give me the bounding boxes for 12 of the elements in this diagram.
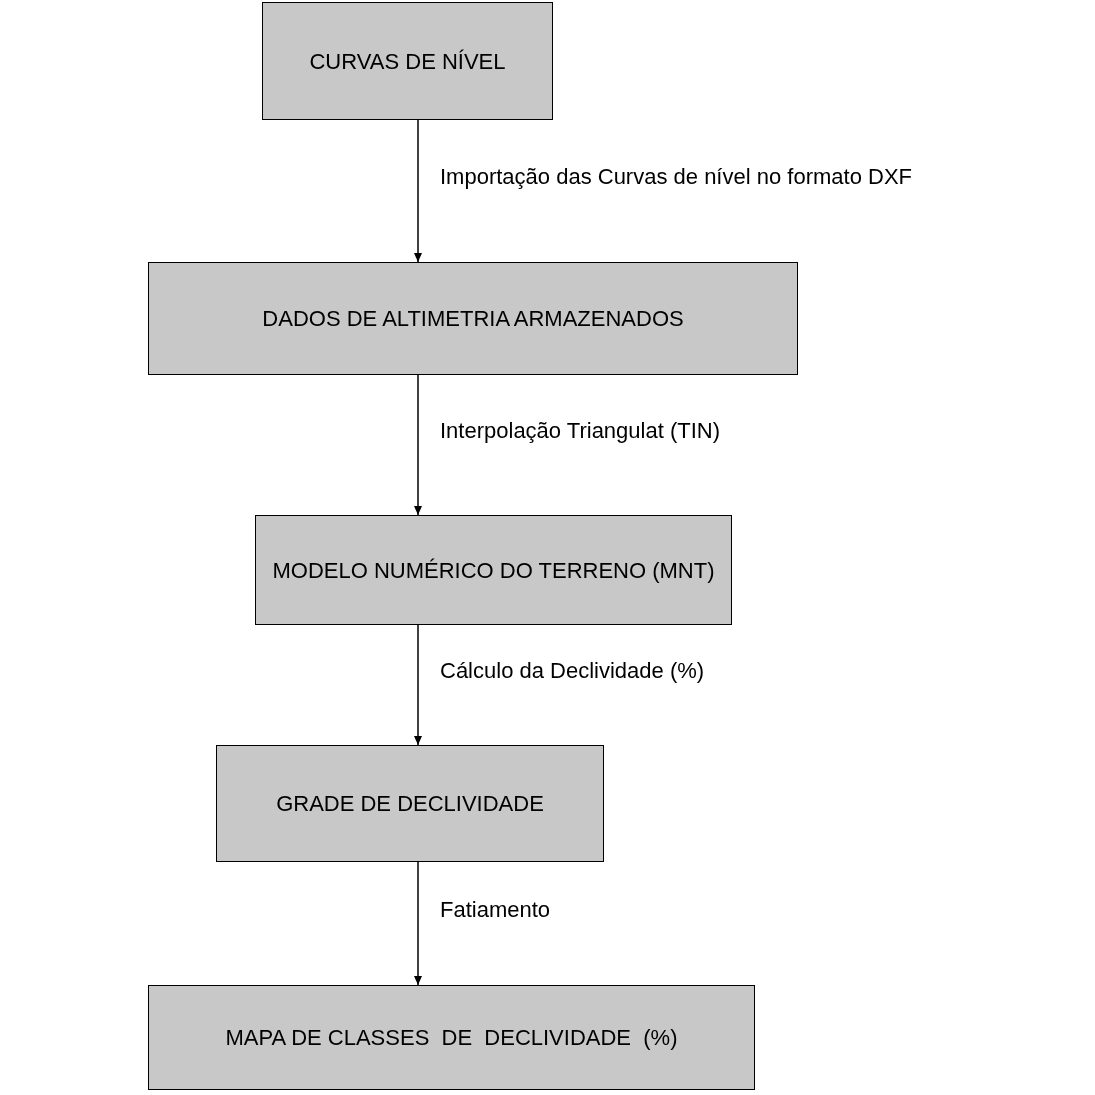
process-box: CURVAS DE NÍVEL xyxy=(262,2,553,120)
edge-label: Interpolação Triangulat (TIN) xyxy=(440,420,721,442)
process-box: MODELO NUMÉRICO DO TERRENO (MNT) xyxy=(255,515,732,625)
process-box: GRADE DE DECLIVIDADE xyxy=(216,745,604,862)
arrow xyxy=(414,624,422,746)
arrow xyxy=(414,374,422,516)
edge-label: Importação das Curvas de nível no formato DXF xyxy=(440,166,912,188)
arrow xyxy=(414,861,422,986)
process-box: MAPA DE CLASSES DE DECLIVIDADE (%) xyxy=(148,985,755,1090)
arrow xyxy=(414,119,422,263)
process-box: DADOS DE ALTIMETRIA ARMAZENADOS xyxy=(148,262,798,375)
edge-label: Cálculo da Declividade (%) xyxy=(440,660,705,682)
